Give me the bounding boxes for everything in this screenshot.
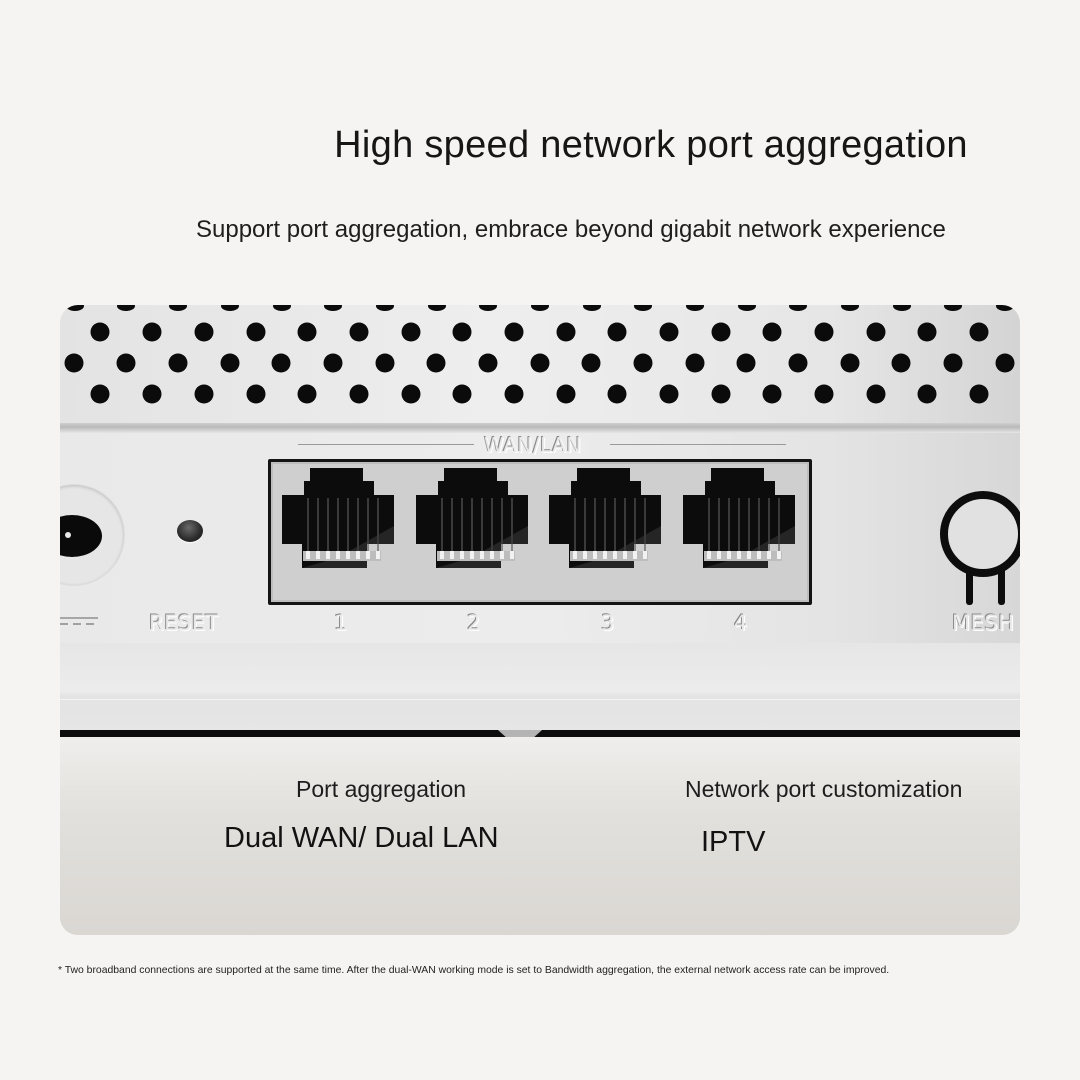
rj45-port-icon bbox=[282, 468, 394, 568]
router-lower-body bbox=[60, 643, 1020, 731]
mesh-button-leg-left bbox=[966, 569, 973, 605]
feature-label-network-port-customization: Network port customization bbox=[685, 776, 963, 802]
port-number-4: 4 bbox=[734, 611, 748, 635]
feature-label-port-aggregation: Port aggregation bbox=[296, 776, 467, 802]
router-base-line bbox=[60, 730, 1020, 737]
reset-button-icon bbox=[177, 520, 203, 542]
wanlan-line-right bbox=[610, 444, 786, 445]
grill-ledge bbox=[60, 423, 1020, 433]
mesh-button-icon bbox=[940, 491, 1020, 577]
feature-value-dual-wan-lan: Dual WAN/ Dual LAN bbox=[224, 822, 499, 854]
port-number-3: 3 bbox=[601, 611, 615, 635]
wanlan-line-left bbox=[298, 444, 474, 445]
port-number-1: 1 bbox=[334, 611, 348, 635]
feature-value-iptv: IPTV bbox=[701, 826, 766, 858]
rj45-port-block bbox=[268, 459, 812, 605]
rj45-port-icon bbox=[416, 468, 528, 568]
dc-power-symbol-icon bbox=[60, 617, 98, 625]
wanlan-label: WAN/LAN bbox=[484, 433, 582, 457]
mesh-label: MESH bbox=[952, 611, 1015, 635]
reset-label: RESET bbox=[149, 611, 219, 635]
table-surface bbox=[60, 737, 1020, 935]
footnote: * Two broadband connections are supporte… bbox=[58, 965, 890, 976]
vent-holes-icon bbox=[64, 305, 1015, 404]
rj45-port-icon bbox=[549, 468, 661, 568]
port-faceplate: RESET WAN/LAN bbox=[60, 433, 1020, 643]
page-title: High speed network port aggregation bbox=[334, 124, 968, 166]
vent-grill bbox=[60, 305, 1020, 427]
power-jack-pin bbox=[65, 532, 71, 538]
rj45-port-icon bbox=[683, 468, 795, 568]
router-base-notch bbox=[498, 730, 542, 738]
port-number-2: 2 bbox=[467, 611, 481, 635]
router-product-image: RESET WAN/LAN bbox=[60, 305, 1020, 935]
mesh-button-leg-right bbox=[998, 569, 1005, 605]
page-subtitle: Support port aggregation, embrace beyond… bbox=[196, 216, 946, 243]
